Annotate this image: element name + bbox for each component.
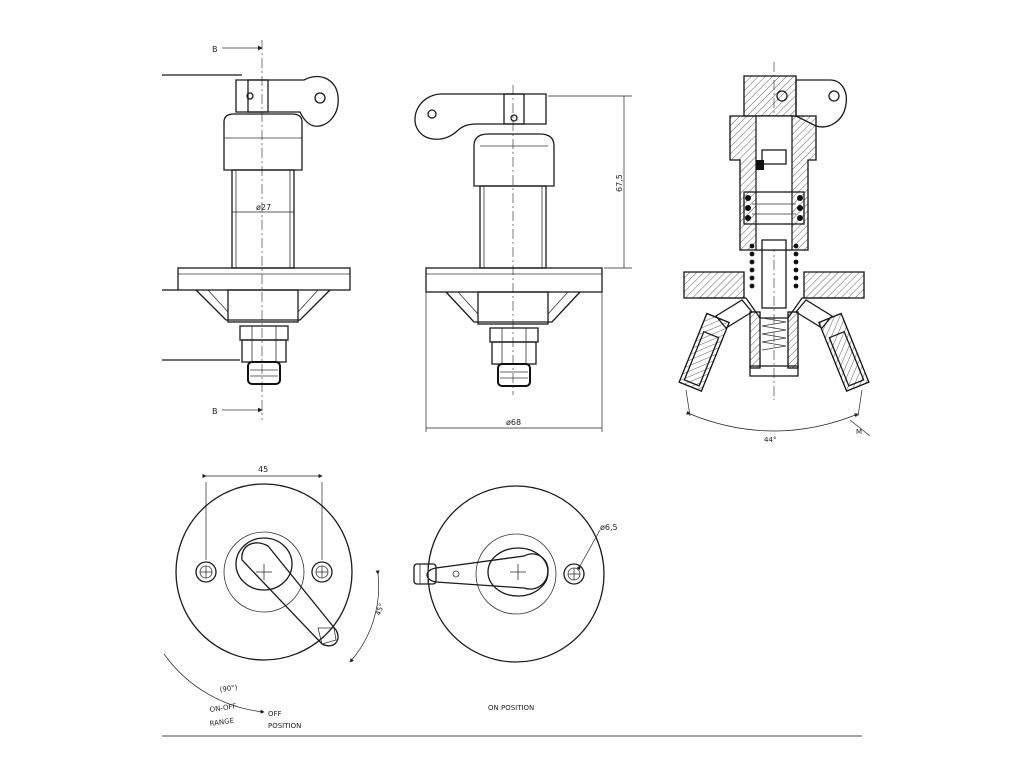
section-mark-top: B [212, 45, 218, 54]
off-range-line1: (90°) [219, 684, 238, 694]
on-position-label: ON POSITION [488, 704, 534, 712]
top-view-off-position: 45 45° (90°) ON-OFF RANGE OFF POSITION [163, 465, 386, 730]
top-view-on-position: ø6,5 ON POSITION [413, 485, 618, 712]
height-67-5-label: 67,5 [615, 174, 624, 192]
section-mark-bottom: B [212, 407, 218, 416]
o-ring-dots [745, 195, 803, 221]
dia-6-5-label: ø6,5 [600, 523, 618, 532]
dia-27-label: ø27 [256, 203, 271, 212]
section-view-right: 44° M [678, 62, 871, 444]
front-view-left: ø27 B B [162, 40, 351, 420]
front-view-middle: 67,5 ø68 [414, 85, 632, 432]
off-position-line2: POSITION [268, 722, 301, 730]
spring-dots [749, 243, 799, 289]
angle-44-label: 44° [764, 436, 776, 444]
off-position-line1: OFF [268, 710, 282, 718]
dim-45-label: 45 [258, 465, 268, 474]
dia-68-label: ø68 [506, 418, 521, 427]
thread-m-label: M [856, 428, 862, 436]
off-range-line3: RANGE [209, 717, 234, 728]
off-range-line2: ON-OFF [209, 702, 237, 714]
angle-45-label: 45° [374, 602, 386, 616]
